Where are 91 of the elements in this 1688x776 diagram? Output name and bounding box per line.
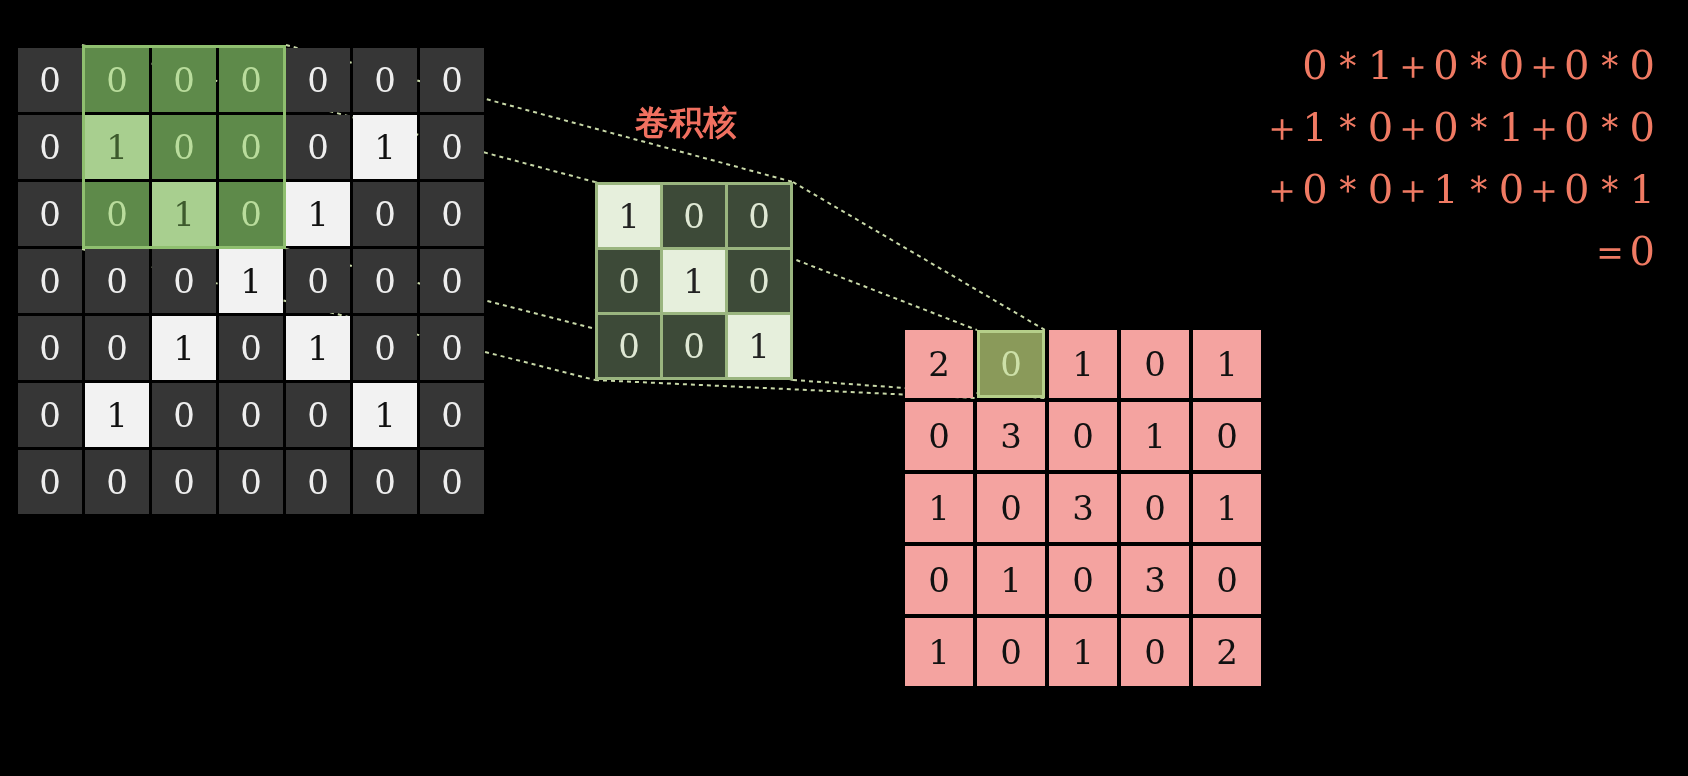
grid-cell: 0: [420, 182, 484, 246]
grid-cell: 0: [353, 48, 417, 112]
grid-cell: 1: [728, 315, 790, 377]
kernel-grid: [595, 182, 793, 380]
grid-cell: 0: [1121, 618, 1189, 686]
grid-cell: 0: [977, 618, 1045, 686]
grid-cell: 0: [286, 450, 350, 514]
formula-line: ＝0: [1589, 227, 1655, 276]
grid-cell: 0: [1193, 402, 1261, 470]
grid-cell: 1: [219, 249, 283, 313]
grid-cell: 1: [152, 182, 216, 246]
grid-cell: 0: [1049, 402, 1117, 470]
grid-cell: 1: [286, 182, 350, 246]
grid-cell: 0: [85, 316, 149, 380]
grid-cell: 0: [85, 182, 149, 246]
grid-cell: 0: [598, 250, 660, 312]
grid-cell: 0: [598, 315, 660, 377]
formula-line: ＋1＊0＋0＊1＋0＊0: [1262, 103, 1655, 152]
kernel-title: 卷积核: [635, 101, 737, 144]
grid-cell: 0: [286, 115, 350, 179]
grid-cell: 0: [1121, 474, 1189, 542]
grid-cell: 0: [286, 249, 350, 313]
grid-cell: 1: [1121, 402, 1189, 470]
grid-cell: 0: [152, 48, 216, 112]
grid-cell: 0: [219, 48, 283, 112]
grid-cell: 0: [152, 383, 216, 447]
projection-line: [594, 181, 1046, 399]
grid-cell: 0: [663, 185, 725, 247]
grid-cell: 0: [219, 316, 283, 380]
formula-line: 0＊1＋0＊0＋0＊0: [1302, 41, 1655, 90]
grid-cell: 0: [152, 115, 216, 179]
grid-cell: 1: [905, 618, 973, 686]
grid-cell: 0: [353, 182, 417, 246]
grid-cell: 0: [219, 115, 283, 179]
grid-cell: 0: [18, 115, 82, 179]
grid-cell: 0: [420, 383, 484, 447]
grid-cell: 0: [219, 450, 283, 514]
grid-cell: 1: [152, 316, 216, 380]
grid-cell: 0: [728, 250, 790, 312]
grid-cell: 1: [977, 546, 1045, 614]
grid-cell: 1: [663, 250, 725, 312]
grid-cell: 3: [977, 402, 1045, 470]
grid-cell: 0: [420, 249, 484, 313]
grid-cell: 0: [728, 185, 790, 247]
grid-cell: 1: [905, 474, 973, 542]
grid-cell: 0: [219, 383, 283, 447]
grid-cell: 0: [18, 48, 82, 112]
grid-cell: 0: [18, 182, 82, 246]
grid-cell: 0: [1049, 546, 1117, 614]
grid-cell: 3: [1121, 546, 1189, 614]
grid-cell: 0: [286, 383, 350, 447]
grid-cell: 0: [905, 546, 973, 614]
grid-cell: 0: [353, 316, 417, 380]
grid-cell: 0: [977, 474, 1045, 542]
grid-cell: 0: [420, 450, 484, 514]
grid-cell: 1: [286, 316, 350, 380]
grid-cell: 0: [18, 383, 82, 447]
grid-cell: 0: [353, 450, 417, 514]
grid-cell: 0: [152, 249, 216, 313]
grid-cell: 0: [85, 450, 149, 514]
grid-cell: 0: [420, 48, 484, 112]
grid-cell: 0: [286, 48, 350, 112]
grid-cell: 1: [353, 115, 417, 179]
grid-cell: 0: [663, 315, 725, 377]
grid-cell: 2: [905, 330, 973, 398]
grid-cell: 1: [1193, 330, 1261, 398]
grid-cell: 1: [1049, 330, 1117, 398]
grid-cell: 1: [1193, 474, 1261, 542]
grid-cell: 0: [353, 249, 417, 313]
grid-cell: 1: [598, 185, 660, 247]
grid-cell: 3: [1049, 474, 1117, 542]
grid-cell: 2: [1193, 618, 1261, 686]
grid-cell: 1: [353, 383, 417, 447]
grid-cell: 0: [1193, 546, 1261, 614]
grid-cell: 1: [85, 115, 149, 179]
grid-cell: 0: [977, 330, 1045, 398]
grid-cell: 0: [420, 115, 484, 179]
grid-cell: 0: [18, 249, 82, 313]
grid-cell: 0: [18, 316, 82, 380]
grid-cell: 0: [219, 182, 283, 246]
grid-cell: 0: [152, 450, 216, 514]
highlight-box: [82, 45, 286, 249]
grid-cell: 1: [1049, 618, 1117, 686]
grid-cell: 1: [85, 383, 149, 447]
grid-cell: 0: [85, 48, 149, 112]
formula-line: ＋0＊0＋1＊0＋0＊1: [1262, 165, 1655, 214]
grid-cell: 0: [18, 450, 82, 514]
grid-cell: 0: [1121, 330, 1189, 398]
grid-cell: 0: [420, 316, 484, 380]
grid-cell: 0: [85, 249, 149, 313]
grid-cell: 0: [905, 402, 973, 470]
